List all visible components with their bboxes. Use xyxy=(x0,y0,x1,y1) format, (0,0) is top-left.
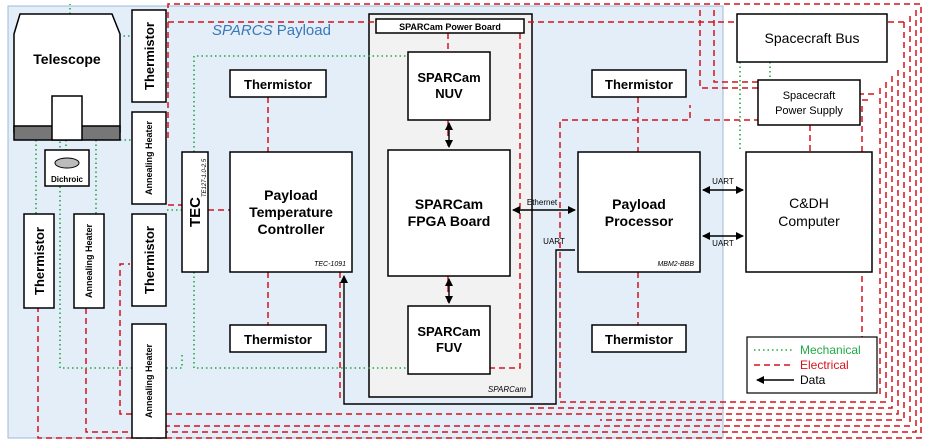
sparcam-region-tag: SPARCam xyxy=(488,385,526,394)
svg-text:TE127-1.0-2.5: TE127-1.0-2.5 xyxy=(202,158,208,197)
telescope-label: Telescope xyxy=(33,51,101,67)
legend-mechanical: Mechanical xyxy=(800,343,861,357)
svg-text:Annealing Heater: Annealing Heater xyxy=(144,121,154,196)
svg-text:Spacecraft: Spacecraft xyxy=(783,90,836,102)
svg-text:SPARCam: SPARCam xyxy=(417,70,480,85)
tec: TEC TE127-1.0-2.5 xyxy=(181,151,209,273)
sparcam-power-board: SPARCam Power Board xyxy=(375,18,525,34)
thermistor-top-left: Thermistor xyxy=(131,9,167,103)
thermistor-telescope: Thermistor xyxy=(23,213,55,309)
thermistor-mid-left: Thermistor xyxy=(131,213,167,307)
payload-processor: Payload Processor MBM2-BBB xyxy=(577,151,701,273)
svg-text:Spacecraft Bus: Spacecraft Bus xyxy=(765,30,860,46)
svg-text:Thermistor: Thermistor xyxy=(142,226,157,294)
svg-text:TEC-1091: TEC-1091 xyxy=(314,261,346,268)
spacecraft-bus: Spacecraft Bus xyxy=(736,13,888,63)
svg-text:Annealing Heater: Annealing Heater xyxy=(84,224,94,299)
svg-text:NUV: NUV xyxy=(435,86,463,101)
svg-text:SPARCam: SPARCam xyxy=(417,324,480,339)
svg-text:Processor: Processor xyxy=(605,213,674,229)
thermistor-pp-top: Thermistor xyxy=(591,69,687,98)
svg-text:Power Supply: Power Supply xyxy=(775,105,843,117)
dichroic: Dichroic xyxy=(44,149,90,187)
sparcam-fpga-board: SPARCam FPGA Board xyxy=(387,149,511,277)
svg-text:Thermistor: Thermistor xyxy=(244,77,312,92)
mechanical-links xyxy=(35,4,771,369)
data-links xyxy=(340,122,744,405)
ethernet-label: Ethernet xyxy=(527,198,558,207)
svg-text:Thermistor: Thermistor xyxy=(244,332,312,347)
svg-text:Thermistor: Thermistor xyxy=(605,332,673,347)
svg-text:Controller: Controller xyxy=(258,221,325,237)
svg-text:SPARCam Power Board: SPARCam Power Board xyxy=(399,22,501,32)
spacecraft-power-supply: Spacecraft Power Supply xyxy=(757,79,861,126)
annealing-heater-telescope: Annealing Heater xyxy=(73,213,105,309)
annealing-heater-lower: Annealing Heater xyxy=(131,323,167,439)
svg-text:Thermistor: Thermistor xyxy=(142,22,157,90)
thermistor-ptc-bottom: Thermistor xyxy=(229,324,327,353)
svg-text:Thermistor: Thermistor xyxy=(605,77,673,92)
legend: Mechanical Electrical Data xyxy=(746,336,878,394)
payload-temperature-controller: Payload Temperature Controller TEC-1091 xyxy=(229,151,353,273)
svg-text:Thermistor: Thermistor xyxy=(32,227,47,295)
svg-text:FUV: FUV xyxy=(436,340,462,355)
telescope: Telescope xyxy=(13,13,121,141)
legend-electrical: Electrical xyxy=(800,358,849,372)
svg-text:Payload: Payload xyxy=(264,187,318,203)
dichroic-label: Dichroic xyxy=(51,175,84,184)
annealing-heater-upper: Annealing Heater xyxy=(131,111,167,205)
thermistor-ptc-top: Thermistor xyxy=(229,69,327,98)
svg-text:Computer: Computer xyxy=(778,213,840,229)
uart-label-pp: UART xyxy=(543,237,565,246)
uart-label-cdh-top: UART xyxy=(712,177,734,186)
svg-text:SPARCam: SPARCam xyxy=(415,196,483,212)
uart-label-cdh-bottom: UART xyxy=(712,239,734,248)
svg-text:C&DH: C&DH xyxy=(789,195,829,211)
legend-data: Data xyxy=(800,373,826,387)
svg-text:FPGA Board: FPGA Board xyxy=(408,213,491,229)
thermistor-pp-bottom: Thermistor xyxy=(591,324,687,353)
sparcam-nuv: SPARCam NUV xyxy=(407,51,491,121)
payload-region-label: SPARCS Payload xyxy=(212,22,331,39)
sparcam-fuv: SPARCam FUV xyxy=(407,305,491,375)
svg-text:Temperature: Temperature xyxy=(249,204,333,220)
svg-text:Annealing Heater: Annealing Heater xyxy=(144,344,154,419)
cdh-computer: C&DH Computer xyxy=(745,151,873,273)
svg-text:Payload: Payload xyxy=(612,196,666,212)
svg-text:TEC: TEC xyxy=(187,197,204,227)
svg-text:MBM2-BBB: MBM2-BBB xyxy=(657,261,694,268)
